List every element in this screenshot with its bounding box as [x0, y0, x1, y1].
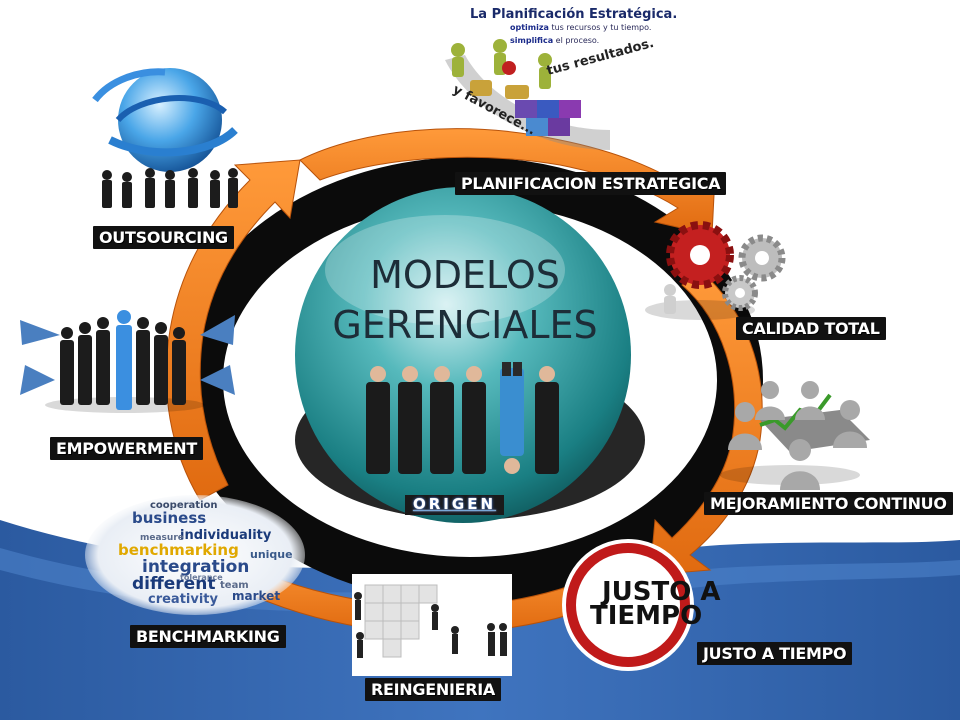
planificacion-promo-text: La Planificación Estratégica. optimiza t… [470, 8, 677, 47]
cloud-word: team [220, 580, 249, 591]
promo-line3: simplifica el proceso. [470, 34, 677, 47]
promo-heading: La Planificación Estratégica. [470, 7, 678, 22]
label-mejoramiento-continuo: MEJORAMIENTO CONTINUO [704, 492, 953, 515]
label-outsourcing: OUTSOURCING [93, 226, 234, 249]
cloud-word: cooperation [150, 500, 218, 511]
cloud-word: market [232, 589, 280, 603]
hub-title-line1: MODELOS [370, 253, 560, 297]
meeting-chart-image [720, 381, 870, 490]
benchmarking-word-cloud: cooperation business individuality measu… [85, 495, 305, 615]
cloud-word: benchmarking [118, 541, 239, 559]
empowerment-crowd-image [20, 310, 235, 413]
cloud-word: tolerance [180, 573, 223, 582]
cloud-word: integration [142, 557, 249, 577]
origen-link[interactable]: ORIGEN [405, 495, 504, 515]
hub-title: MODELOS GERENCIALES [300, 250, 630, 350]
label-reingenieria: REINGENIERIA [365, 678, 501, 701]
label-empowerment: EMPOWERMENT [50, 437, 203, 460]
cloud-word: business [132, 509, 206, 527]
gears-image [645, 221, 786, 320]
promo-line2-bold: optimiza [510, 23, 549, 32]
label-planificacion-estrategica: PLANIFICACION ESTRATEGICA [455, 172, 727, 195]
promo-line2: optimiza tus recursos y tu tiempo. [470, 21, 677, 34]
promo-line3-bold: simplifica [510, 36, 554, 45]
cloud-word: different [132, 574, 215, 594]
cloud-word: creativity [148, 592, 219, 607]
label-calidad-total: CALIDAD TOTAL [736, 317, 886, 340]
promo-line3-rest: el proceso. [553, 36, 600, 45]
justo-a-tiempo-logo: JUSTO A TIEMPO [562, 539, 721, 671]
promo-line2-rest: tus recursos y tu tiempo. [548, 23, 652, 32]
label-benchmarking: BENCHMARKING [130, 625, 286, 648]
cloud-word: measure [140, 533, 184, 543]
cloud-word: unique [250, 548, 293, 561]
outsourcing-globe-image [92, 68, 238, 208]
hub-title-line2: GERENCIALES [332, 303, 598, 347]
puzzle-image [352, 574, 512, 676]
sphere-gloss [325, 215, 565, 325]
justo-logo-line2: TIEMPO [590, 601, 702, 631]
cloud-word: individuality [180, 528, 272, 543]
label-justo-a-tiempo: JUSTO A TIEMPO [697, 642, 853, 665]
justo-logo-line1: JUSTO A [600, 577, 721, 607]
business-people-row [366, 362, 559, 474]
